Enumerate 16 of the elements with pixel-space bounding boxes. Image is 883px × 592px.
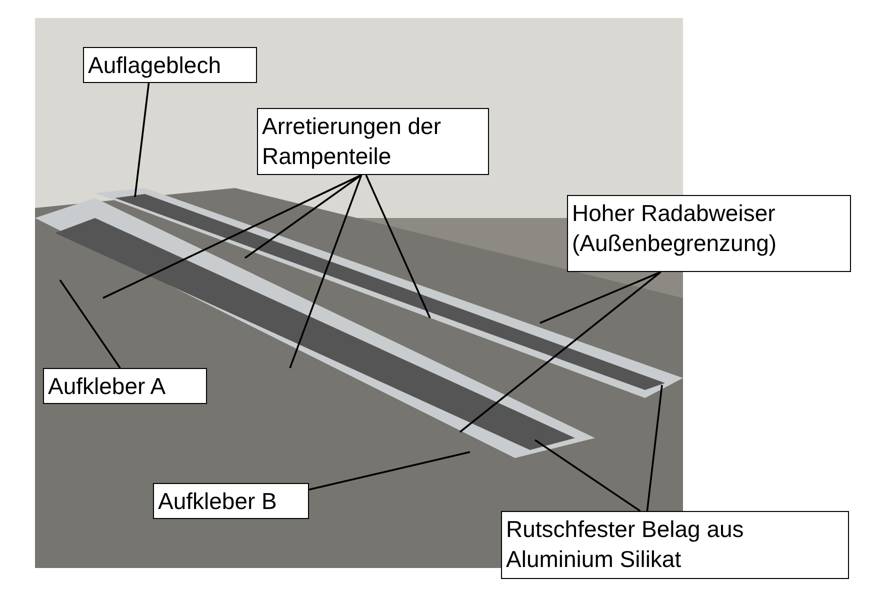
callout-label: Aufkleber A: [43, 368, 207, 404]
callout-label: Hoher Radabweiser (Außenbegrenzung): [567, 195, 851, 272]
callout-label: Arretierungen der Rampenteile: [257, 108, 489, 175]
leader-line: [365, 174, 431, 318]
leader-line: [244, 174, 362, 259]
callout-label: Rutschfester Belag aus Aluminium Silikat: [501, 511, 849, 579]
leader-line: [540, 271, 662, 324]
leader-line: [534, 439, 641, 512]
leader-line: [646, 384, 663, 512]
callout-label: Auflageblech: [83, 47, 257, 83]
leader-line: [308, 451, 470, 490]
leader-line: [59, 280, 121, 368]
leader-line: [459, 271, 662, 433]
leader-line: [289, 174, 362, 368]
leader-line: [102, 174, 362, 299]
callout-label: Aufkleber B: [153, 483, 309, 519]
